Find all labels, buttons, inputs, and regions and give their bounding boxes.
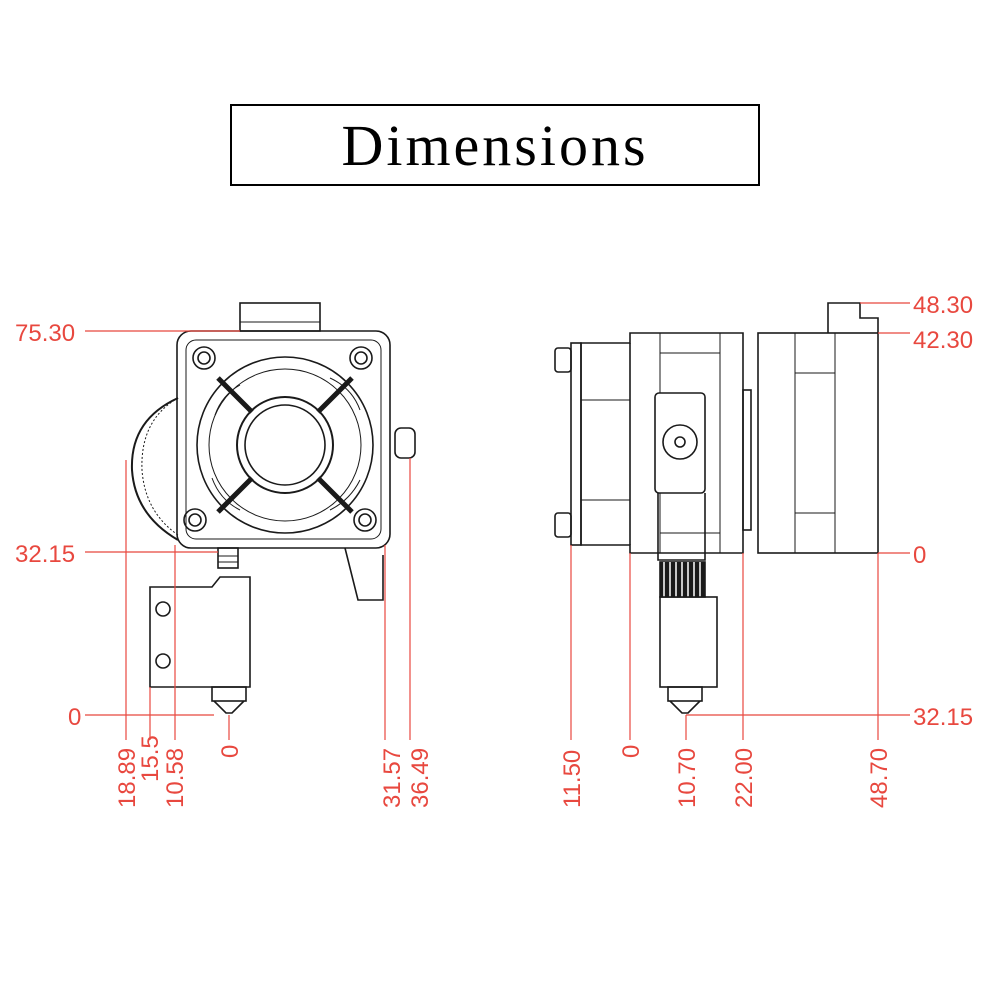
- side-label-22-00: 22.00: [731, 748, 758, 808]
- side-label-0-bottom: 0: [618, 745, 645, 758]
- side-label-48-70: 48.70: [866, 748, 893, 808]
- front-label-36-49: 36.49: [407, 748, 434, 808]
- front-view-drawing: [130, 302, 416, 714]
- side-view-drawing: [554, 302, 879, 714]
- side-view-dimension-lines: [570, 302, 910, 740]
- page-title: Dimensions: [341, 112, 649, 178]
- front-label-75-30: 75.30: [15, 320, 75, 347]
- side-view-labels: 48.30 42.30 0 32.15 11.50 0 10.70 22.00 …: [559, 292, 973, 808]
- side-label-42-30: 42.30: [913, 327, 973, 354]
- front-label-31-57: 31.57: [379, 748, 406, 808]
- side-label-11-50: 11.50: [559, 750, 586, 808]
- side-label-32-15: 32.15: [913, 704, 973, 731]
- side-label-0-right: 0: [913, 542, 926, 569]
- front-label-0-left: 0: [68, 704, 81, 731]
- side-label-48-30: 48.30: [913, 292, 973, 319]
- front-view-dimension-lines: [85, 330, 411, 740]
- front-label-10-58: 10.58: [162, 748, 189, 808]
- front-label-0-bottom: 0: [217, 745, 244, 758]
- front-view-labels: 75.30 32.15 0 18.89 15.5 10.58 0 31.57 3…: [15, 320, 434, 808]
- title-box: Dimensions: [230, 104, 760, 186]
- front-label-18-89: 18.89: [114, 748, 141, 808]
- side-label-10-70: 10.70: [674, 748, 701, 808]
- front-label-15-5: 15.5: [137, 735, 164, 782]
- front-label-32-15: 32.15: [15, 541, 75, 568]
